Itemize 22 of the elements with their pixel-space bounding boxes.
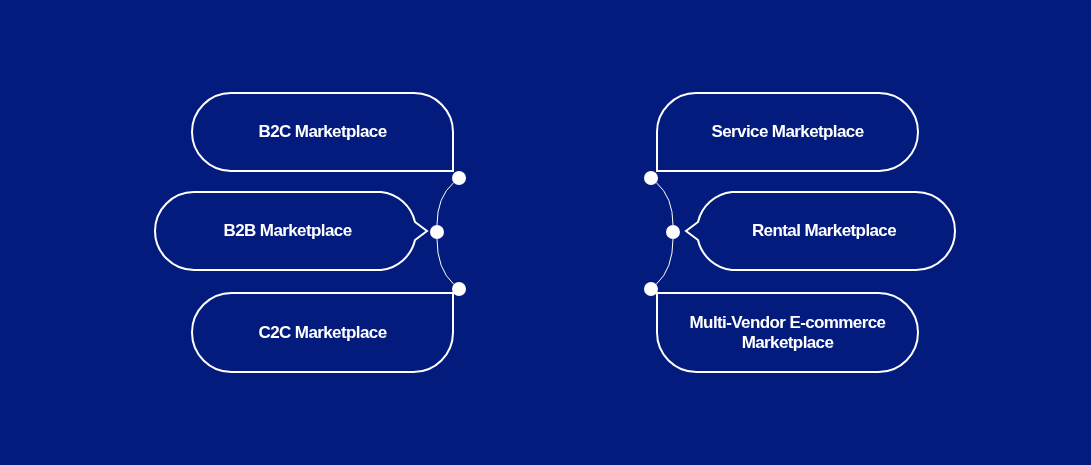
bubble-label: B2C Marketplace: [258, 122, 387, 142]
bubble-label: B2B Marketplace: [223, 221, 352, 241]
connector-arc: [436, 238, 455, 285]
speech-bubble: [686, 192, 955, 270]
connector-dot: [452, 282, 466, 296]
speech-bubble: [657, 93, 918, 171]
speech-bubble: [192, 93, 453, 171]
bubble-label: Multi-Vendor E-commerce Marketplace: [688, 312, 887, 353]
bubble-label: Service Marketplace: [711, 122, 864, 142]
connector-arc: [436, 182, 455, 226]
connector-arc: [655, 182, 674, 226]
bubble-label: C2C Marketplace: [258, 322, 387, 343]
speech-bubble: [657, 293, 918, 372]
speech-bubble: [192, 293, 453, 372]
bubble-label: Rental Marketplace: [751, 221, 897, 241]
connector-dot: [452, 171, 466, 185]
connector-dot: [666, 225, 680, 239]
speech-bubble: [155, 192, 427, 270]
connector-dot: [644, 171, 658, 185]
connector-arc: [655, 238, 674, 285]
connector-dot: [644, 282, 658, 296]
connector-dot: [430, 225, 444, 239]
